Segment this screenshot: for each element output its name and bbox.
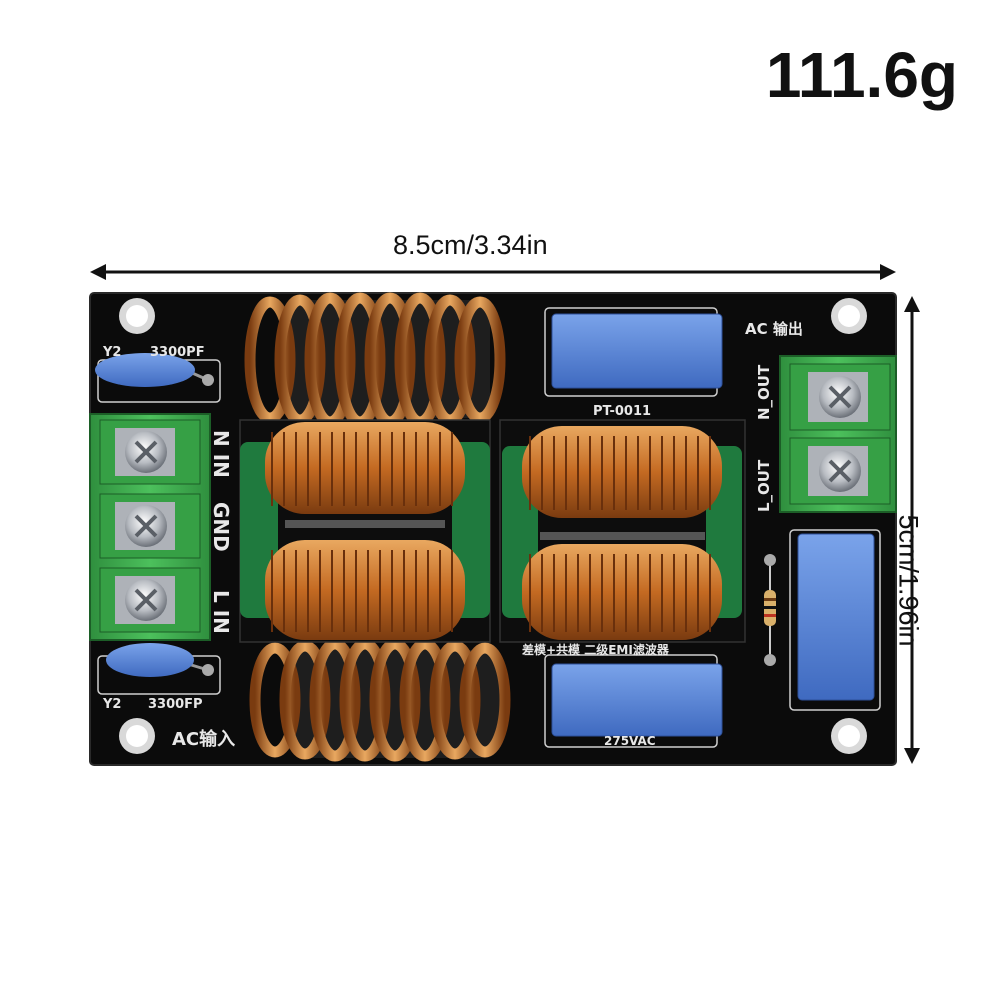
width-dimension-label: 8.5cm/3.34in: [393, 230, 548, 260]
x-capacitor-right: [789, 529, 881, 711]
output-terminal-block: [779, 355, 897, 513]
x-capacitor-top: [551, 313, 723, 389]
ac-input-label: AC输入: [172, 728, 235, 750]
gnd-label: GND: [209, 502, 233, 552]
filter-label: 差模+共模 二级EMI滤波器: [521, 642, 670, 657]
n-in-label: N IN: [209, 430, 233, 478]
x-capacitor-bottom: [551, 663, 723, 737]
l-out-label: L_OUT: [755, 459, 773, 512]
resistor: [764, 554, 776, 666]
y2-bottom-value: 3300FP: [148, 697, 203, 712]
input-terminal-block: [89, 413, 211, 641]
ac-output-label: AC 输出: [745, 320, 803, 338]
y2-capacitor-bottom: [106, 643, 214, 677]
part-number-label: PT-0011: [593, 404, 651, 419]
toroid-inductor-top: [244, 292, 506, 428]
height-dimension-arrow: [904, 296, 920, 764]
toroid-inductor-bottom: [249, 638, 511, 762]
voltage-label: 275VAC: [604, 734, 656, 748]
width-dimension-arrow: [90, 264, 896, 280]
n-out-label: N_OUT: [755, 364, 773, 420]
l-in-label: L IN: [209, 590, 233, 634]
y2-bottom-label: Y2: [102, 697, 121, 712]
common-mode-choke-right: [499, 419, 746, 643]
common-mode-choke-left: [239, 419, 491, 643]
weight-label: 111.6g: [765, 39, 958, 111]
y2-capacitor-top: [95, 353, 214, 387]
y2-top-value: 3300PF: [150, 345, 205, 360]
y2-top-label: Y2: [102, 345, 121, 360]
mounting-holes: [119, 298, 867, 754]
